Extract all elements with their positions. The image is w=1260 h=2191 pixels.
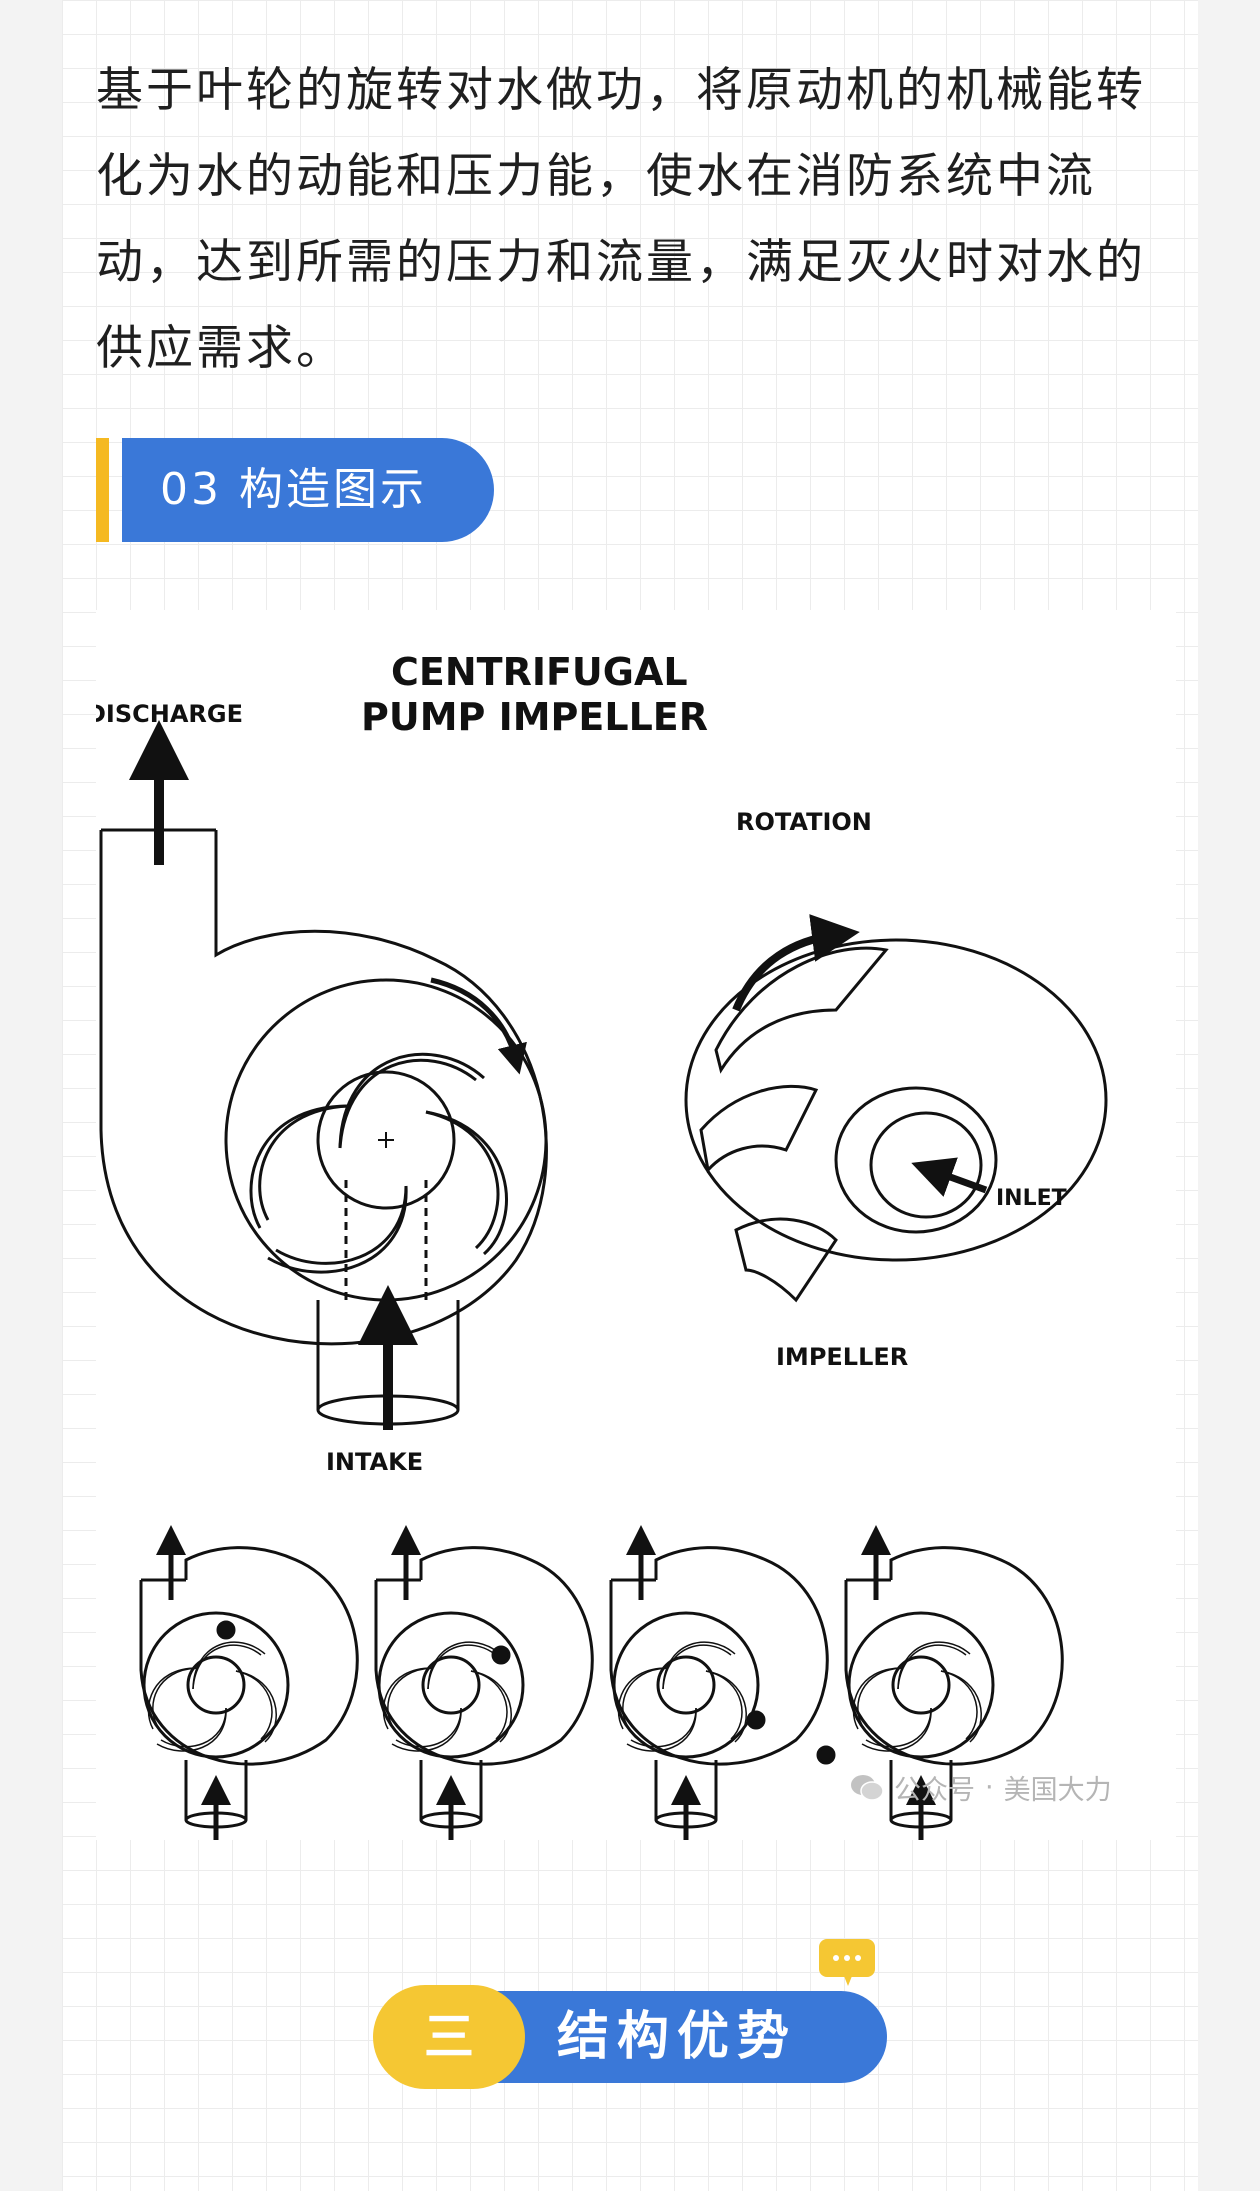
pump-diagram-figure: CENTRIFUGAL PUMP IMPELLER DISCHARGE INTA… (96, 610, 1176, 1840)
rotation-label: ROTATION (736, 808, 872, 836)
chat-bubble-icon (819, 1939, 875, 1986)
watermark-source: 公众号 (894, 1775, 975, 1806)
badge-background (453, 1991, 887, 2083)
inlet-label: INLET (996, 1186, 1067, 1211)
inlet-arrow (911, 1157, 988, 1197)
section-badge: 三 结构优势 (373, 1985, 887, 2089)
pump-sequence-1 (139, 1525, 359, 1840)
intake-label: INTAKE (326, 1448, 423, 1476)
section-label: 03 构造图示 (122, 438, 494, 542)
rotation-arrow (732, 914, 860, 1012)
pump-sequence-3 (609, 1525, 829, 1840)
intro-paragraph: 基于叶轮的旋转对水做功，将原动机的机械能转化为水的动能和压力能，使水在消防系统中… (96, 63, 1146, 376)
impeller-label: IMPELLER (776, 1343, 908, 1371)
pump-casing (99, 828, 548, 1426)
section-heading: 03 构造图示 (96, 438, 516, 542)
badge-number: 三 (373, 1985, 525, 2089)
pump-sequence-4 (816, 1525, 1064, 1840)
watermark-account: 美国大力 (1003, 1775, 1112, 1806)
pump-diagram: CENTRIFUGAL PUMP IMPELLER DISCHARGE INTA… (96, 650, 1108, 1840)
diagram-title-line2: PUMP IMPELLER (361, 695, 708, 739)
watermark-separator: · (985, 1772, 994, 1803)
watermark: 公众号 · 美国大力 (850, 1768, 1112, 1807)
impeller-drawing (684, 938, 1108, 1303)
discharge-label: DISCHARGE (96, 700, 243, 728)
wechat-icon (851, 1774, 884, 1801)
diagram-title-line1: CENTRIFUGAL (391, 650, 688, 694)
badge-title: 结构优势 (557, 2007, 798, 2067)
pump-sequence-2 (374, 1525, 594, 1840)
section-accent-bar (96, 438, 109, 542)
